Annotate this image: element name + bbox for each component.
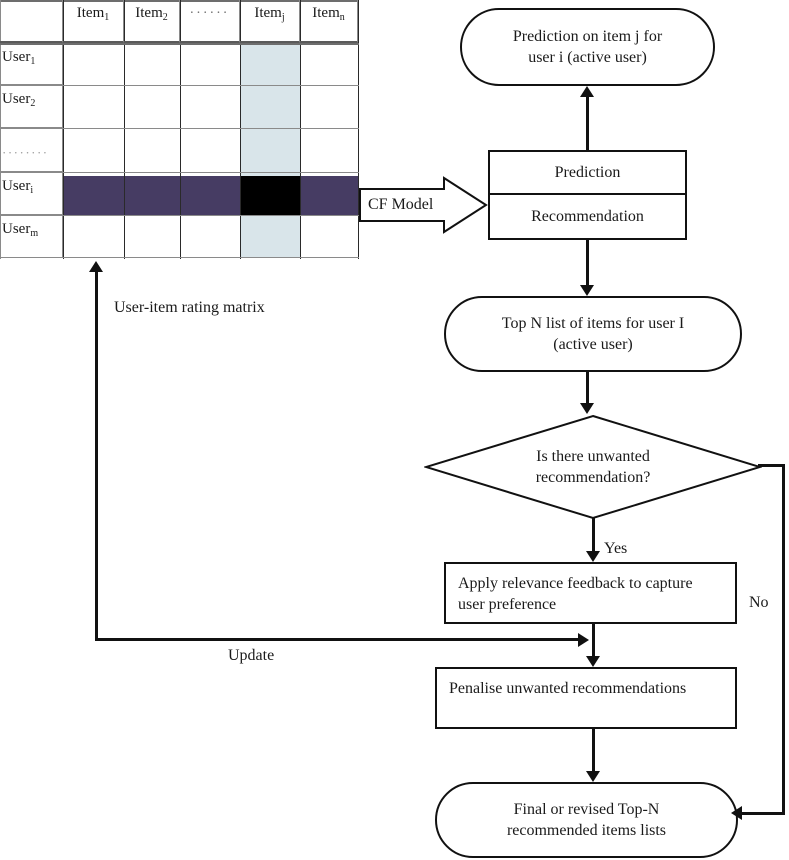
matrix-row-label-user-1: User1 <box>0 43 63 85</box>
no-path-bottom-segment <box>742 812 785 815</box>
matrix-hline-header <box>0 43 359 45</box>
matrix-header-item-n-sub: n <box>339 12 345 23</box>
matrix-hline-2 <box>0 128 359 129</box>
connector-predbox-to-oval <box>586 97 589 150</box>
recommendation-cell[interactable]: Recommendation <box>490 195 685 238</box>
matrix-header-ellipsis: ······ <box>180 0 240 43</box>
matrix-divider-4 <box>240 0 241 259</box>
matrix-left-border <box>0 0 1 259</box>
matrix-row-label-ellipsis-text: ········ <box>2 145 49 160</box>
prediction-cell-label: Prediction <box>554 163 621 181</box>
matrix-row-label-ellipsis: ········ <box>0 128 63 172</box>
topn-oval-line-2: (active user) <box>553 336 633 353</box>
cf-model-label: CF Model <box>368 196 434 213</box>
matrix-row-label-user-m-sub: m <box>30 228 39 239</box>
no-path-top-segment <box>758 464 785 467</box>
matrix-divider-5 <box>300 0 301 259</box>
connector-topn-to-diamond-arrowhead <box>580 403 594 414</box>
prediction-result-oval[interactable]: Prediction on item j for user i (active … <box>460 8 715 86</box>
update-path-arrowhead-right <box>578 633 589 647</box>
topn-list-oval[interactable]: Top N list of items for user I (active u… <box>444 296 742 372</box>
matrix-header-item-2-sub: 2 <box>162 12 168 23</box>
decision-line-2: recommendation? <box>535 469 651 486</box>
relevance-box-line-1: Apply relevance feedback to capture <box>458 575 693 592</box>
final-oval-line-2: recommended items lists <box>506 822 667 839</box>
connector-penalise-to-final <box>592 729 595 771</box>
matrix-column-highlight <box>241 43 300 258</box>
relevance-box-line-2: user preference <box>458 596 557 614</box>
matrix-header-item-2-base: Item <box>135 5 163 21</box>
no-path-vertical-segment <box>782 464 785 814</box>
matrix-row-label-user-2-sub: 2 <box>30 98 36 109</box>
prediction-oval-line-2: user i (active user) <box>528 49 647 66</box>
matrix-row-label-user-2-base: User <box>2 91 31 107</box>
penalise-box-label: Penalise unwanted recommendations <box>449 680 687 697</box>
matrix-header-item-j-sub: j <box>281 12 285 23</box>
connector-predbox-to-oval-arrowhead <box>580 86 594 97</box>
prediction-cell[interactable]: Prediction <box>490 152 685 195</box>
relevance-feedback-box[interactable]: Apply relevance feedback to capture user… <box>444 562 737 624</box>
matrix-target-cell <box>241 176 300 215</box>
topn-oval-line-1: Top N list of items for user I <box>501 314 685 332</box>
update-path-horizontal <box>96 638 580 641</box>
matrix-hline-4 <box>0 215 359 216</box>
connector-penalise-to-final-arrowhead <box>586 771 600 782</box>
matrix-divider-6 <box>358 0 359 259</box>
matrix-row-label-user-2: User2 <box>0 85 63 128</box>
connector-topn-to-diamond <box>586 372 589 403</box>
matrix-caption: User-item rating matrix <box>114 299 265 316</box>
decision-diamond-label: Is there unwanted recommendation? <box>424 414 762 520</box>
no-path-arrowhead <box>731 806 742 820</box>
matrix-header-item-1-sub: 1 <box>104 12 110 23</box>
matrix-divider-3 <box>180 0 181 259</box>
decision-yes-label: Yes <box>604 540 628 557</box>
matrix-row-label-user-m: Userm <box>0 215 63 258</box>
user-item-rating-matrix: Item1 Item2 ······ Itemj Itemn User1 Use… <box>0 0 359 259</box>
matrix-divider-2 <box>124 0 125 259</box>
connector-relevance-to-penalise <box>592 624 595 656</box>
matrix-row-highlight <box>63 176 359 215</box>
final-oval-line-1: Final or revised Top-N <box>513 800 660 818</box>
update-path-arrowhead-up <box>89 261 103 272</box>
matrix-header-item-1: Item1 <box>63 0 124 43</box>
matrix-row-label-user-m-base: User <box>2 221 31 237</box>
matrix-divider-1 <box>63 0 64 259</box>
penalise-box[interactable]: Penalise unwanted recommendations <box>435 667 737 729</box>
cf-model-arrow: CF Model <box>358 176 488 234</box>
matrix-header-item-1-base: Item <box>76 5 105 21</box>
matrix-row-label-user-i-sub: i <box>30 185 34 196</box>
matrix-header-item-n-base: Item <box>312 5 340 21</box>
matrix-header-item-2: Item2 <box>124 0 180 43</box>
final-topn-oval[interactable]: Final or revised Top-N recommended items… <box>435 782 738 858</box>
recommendation-cell-label: Recommendation <box>531 207 644 225</box>
prediction-oval-line-1: Prediction on item j for <box>512 27 663 45</box>
matrix-header-item-j: Itemj <box>240 0 300 43</box>
connector-diamond-to-relevance <box>592 518 595 551</box>
matrix-row-label-user-1-base: User <box>2 49 31 65</box>
matrix-hline-bottom <box>0 257 359 258</box>
connector-predbox-to-topn <box>586 240 589 285</box>
matrix-header-item-j-base: Item <box>254 5 282 21</box>
matrix-row-label-user-i: Useri <box>0 172 63 215</box>
matrix-hline-3 <box>0 172 359 173</box>
decision-line-1: Is there unwanted <box>536 447 650 465</box>
connector-diamond-to-relevance-arrowhead <box>586 551 600 562</box>
update-label: Update <box>228 647 275 664</box>
matrix-row-label-user-i-base: User <box>2 178 31 194</box>
matrix-row-label-user-1-sub: 1 <box>30 56 36 67</box>
connector-relevance-to-penalise-arrowhead <box>586 656 600 667</box>
matrix-hline-1 <box>0 85 359 86</box>
matrix-corner-cell <box>0 0 63 43</box>
matrix-header-item-n: Itemn <box>300 0 358 43</box>
connector-predbox-to-topn-arrowhead <box>580 285 594 296</box>
matrix-header-ellipsis-text: ······ <box>189 6 230 21</box>
prediction-recommendation-box[interactable]: Prediction Recommendation <box>488 150 687 240</box>
decision-diamond[interactable]: Is there unwanted recommendation? <box>424 414 762 520</box>
decision-no-label: No <box>749 594 769 611</box>
update-path-vertical <box>95 272 98 641</box>
